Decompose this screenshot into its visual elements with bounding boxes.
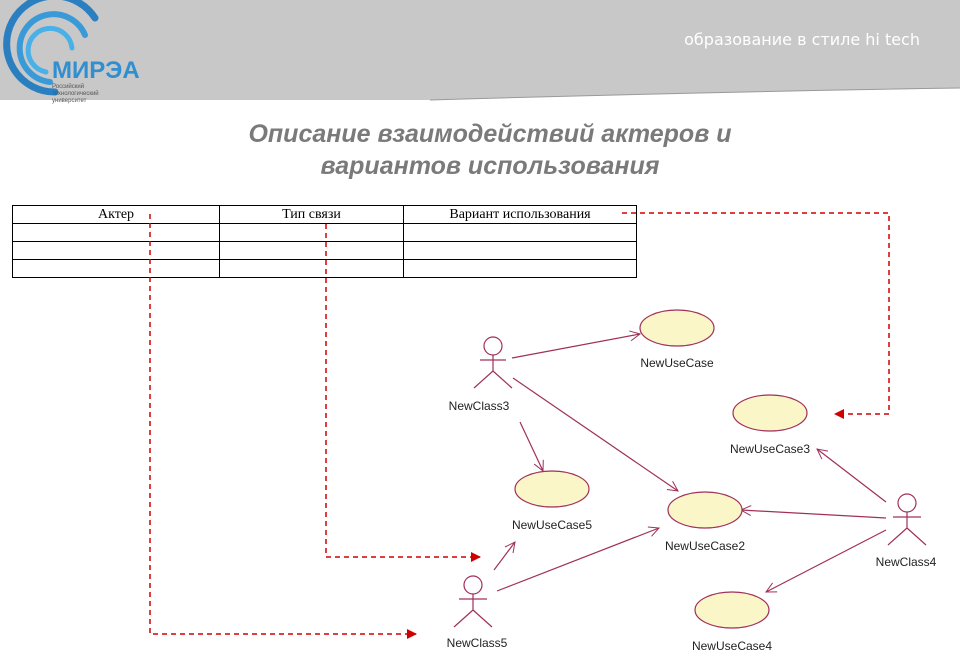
use-case-ellipse[interactable] — [694, 591, 770, 629]
pointer-lines — [149, 212, 890, 639]
association — [493, 542, 515, 571]
use-case-label: NewUseCase3 — [730, 442, 810, 456]
actor-pointer — [149, 214, 417, 639]
association — [817, 449, 887, 503]
actor-icon[interactable] — [887, 493, 927, 546]
interaction-table: Актер Тип связи Вариант использования — [12, 205, 637, 278]
title-line-2: вариантов использования — [320, 152, 660, 180]
use-case-pointer — [622, 212, 890, 419]
link-type-pointer — [325, 224, 481, 562]
title-line-1: Описание взаимодействий актеров и — [248, 120, 732, 148]
svg-text:МИРЭА: МИРЭА — [52, 57, 140, 84]
actor-label: NewClass5 — [447, 636, 508, 650]
slogan: образование в стиле hi tech — [684, 30, 920, 49]
use-case-label: NewUseCase2 — [665, 539, 745, 553]
use-case-label: NewUseCase — [640, 356, 714, 370]
svg-text:университет: университет — [52, 98, 87, 104]
use-case-ellipse[interactable] — [514, 470, 590, 508]
slide-header: МИРЭА Российский технологический универс… — [0, 0, 960, 104]
associations — [493, 334, 887, 593]
association — [741, 510, 887, 519]
table-row — [12, 259, 637, 278]
slide-title: Описание взаимодействий актеров и вариан… — [180, 118, 800, 182]
use-case-label: NewUseCase4 — [692, 639, 772, 653]
table-header-row: Актер Тип связи Вариант использования — [12, 205, 637, 224]
use-case-ellipse[interactable] — [732, 394, 808, 432]
actor-label: NewClass3 — [449, 399, 510, 413]
table-cell[interactable] — [403, 259, 637, 278]
association — [496, 528, 659, 592]
use-case-label: NewUseCase5 — [512, 518, 592, 532]
use-case-ellipse[interactable] — [667, 491, 743, 529]
use-case-ellipse[interactable] — [639, 309, 715, 347]
association — [766, 529, 887, 593]
col-use-case: Вариант использования — [403, 205, 637, 224]
actor-icon[interactable] — [453, 575, 493, 628]
actor-label: NewClass4 — [876, 555, 937, 569]
svg-text:Российский: Российский — [52, 83, 84, 90]
mirea-logo: МИРЭА Российский технологический универс… — [3, 0, 140, 104]
association — [511, 334, 640, 359]
actor-icon[interactable] — [473, 336, 513, 389]
col-link-type: Тип связи — [219, 205, 404, 224]
association — [512, 377, 678, 491]
svg-text:технологический: технологический — [52, 90, 99, 97]
association — [519, 421, 543, 471]
